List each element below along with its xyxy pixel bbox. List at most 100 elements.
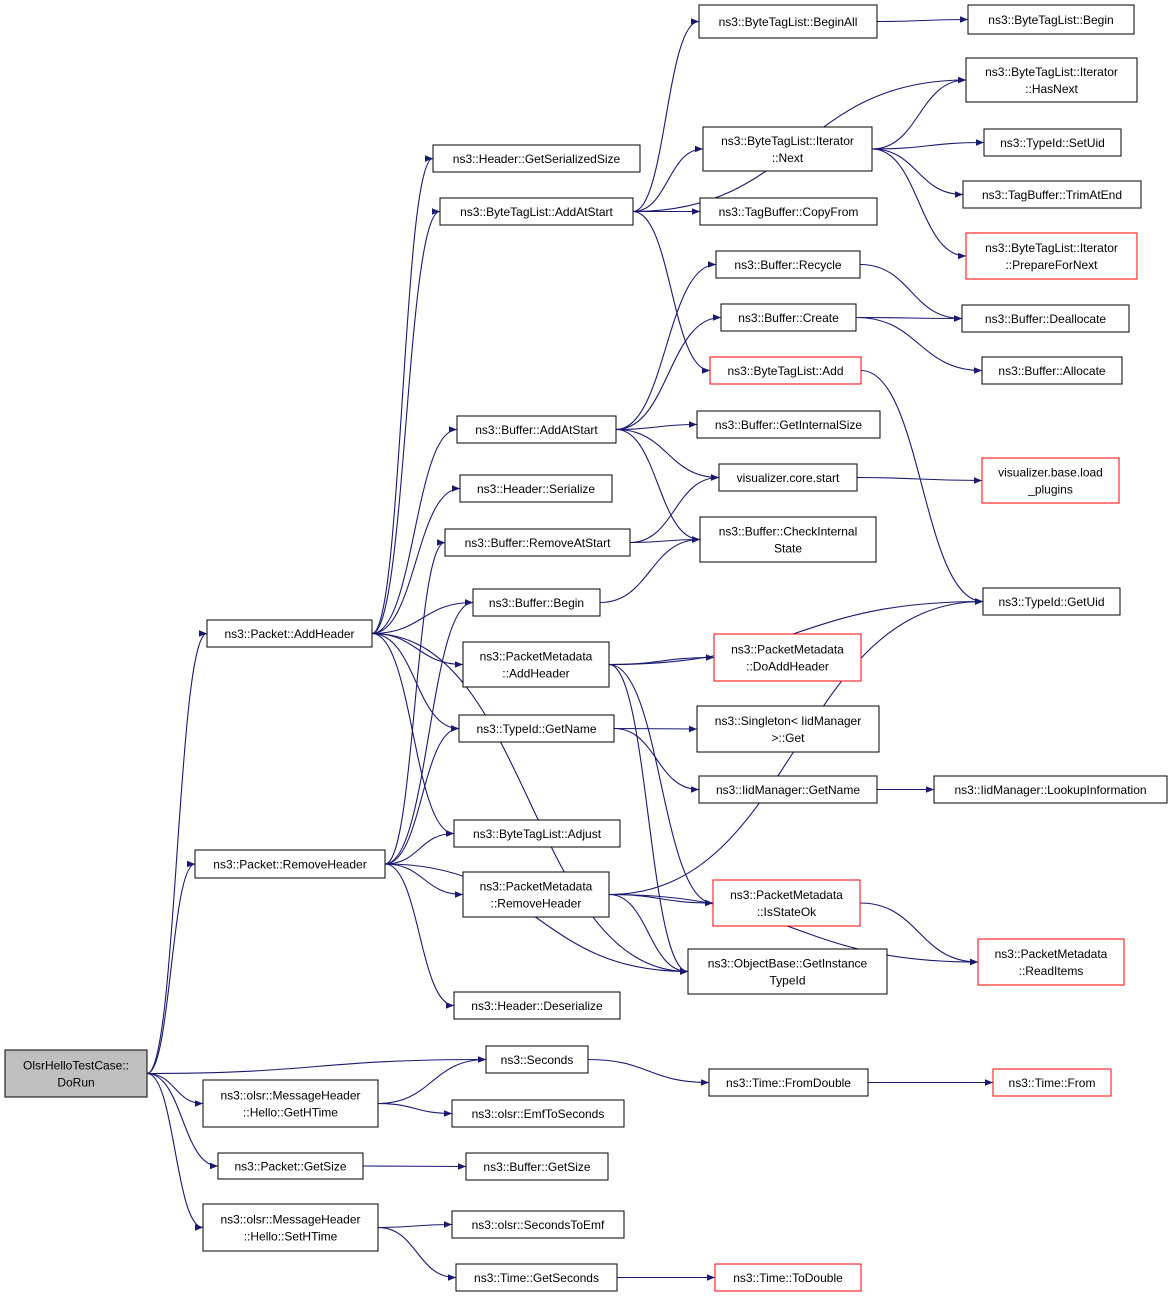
node-btl-add[interactable]: ns3::ByteTagList::Add [709,356,862,385]
node-iid-lookup[interactable]: ns3::IidManager::LookupInformation [933,775,1168,804]
node-box [451,1210,625,1239]
node-btl-iter-next[interactable]: ns3::ByteTagList::Iterator::Next [702,126,873,172]
node-btl-begin[interactable]: ns3::ByteTagList::Begin [967,4,1135,35]
node-remove-header[interactable]: ns3::Packet::RemoveHeader [194,849,386,879]
node-box [699,516,877,563]
node-label: ns3::TypeId::GetName [476,722,596,736]
node-time-from-double[interactable]: ns3::Time::FromDouble [708,1068,869,1097]
node-buf-allocate[interactable]: ns3::Buffer::Allocate [981,356,1123,385]
node-box [709,356,862,385]
node-iid-get-name[interactable]: ns3::IidManager::GetName [698,775,878,804]
node-label: _plugins [1027,483,1073,497]
node-box [698,775,878,804]
node-time-to-double[interactable]: ns3::Time::ToDouble [714,1263,862,1292]
node-label: ns3::olsr::MessageHeader [220,1089,360,1103]
node-buf-remove-at-start[interactable]: ns3::Buffer::RemoveAtStart [444,528,631,557]
node-label: ::Hello::SetHTime [244,1230,338,1244]
node-header-serialize[interactable]: ns3::Header::Serialize [459,474,613,503]
node-root[interactable]: OlsrHelloTestCase::DoRun [4,1049,148,1098]
node-type-set-uid[interactable]: ns3::TypeId::SetUid [983,128,1122,157]
node-box [472,588,601,617]
node-type-get-uid[interactable]: ns3::TypeId::GetUid [982,587,1121,616]
node-buf-get-internal-size[interactable]: ns3::Buffer::GetInternalSize [696,410,881,439]
node-box [194,849,386,879]
edge-btl-iter-next-to-btl-iter-has-next [871,76,967,150]
edge-seconds-to-time-from-double [587,1058,710,1086]
node-box [462,641,610,688]
node-buf-begin[interactable]: ns3::Buffer::Begin [472,588,601,617]
node-box [982,587,1121,616]
node-set-htime[interactable]: ns3::olsr::MessageHeader::Hello::SetHTim… [202,1203,379,1252]
node-box [962,180,1142,209]
node-box [965,232,1138,280]
node-singleton-get[interactable]: ns3::Singleton< IidManager>::Get [696,705,880,753]
edge-buf-remove-at-start-to-buf-check-internal-state [629,536,701,544]
node-label: ns3::olsr::MessageHeader [220,1213,360,1227]
node-get-size[interactable]: ns3::Packet::GetSize [217,1152,364,1180]
node-label: ns3::IidManager::LookupInformation [954,783,1146,797]
node-label: ns3::ByteTagList::Iterator [985,241,1118,255]
node-seconds[interactable]: ns3::Seconds [485,1045,589,1074]
node-label: ::PrepareForNext [1005,258,1098,272]
edge-pm-add-header-to-type-get-uid [608,598,984,666]
node-header-deserialize[interactable]: ns3::Header::Deserialize [453,991,621,1020]
node-label: ns3::Buffer::Allocate [998,364,1106,378]
edge-buf-begin-to-buf-check-internal-state [599,536,701,604]
edge-type-get-name-to-singleton-get [613,725,698,733]
node-time-from[interactable]: ns3::Time::From [992,1068,1112,1097]
node-add-header[interactable]: ns3::Packet::AddHeader [206,619,373,648]
node-box [462,871,610,918]
node-tb-copy-from[interactable]: ns3::TagBuffer::CopyFrom [699,197,878,226]
node-get-serialized-size[interactable]: ns3::Header::GetSerializedSize [432,144,641,173]
node-label: ::AddHeader [502,667,569,681]
edge-pm-remove-header-to-obj-get-instance-type-id [608,893,689,975]
edge-btl-iter-next-to-tb-trim-at-end [871,148,964,198]
node-pm-read-items[interactable]: ns3::PacketMetadata::ReadItems [977,938,1125,986]
node-seconds-to-emf[interactable]: ns3::olsr::SecondsToEmf [451,1210,625,1239]
node-box [202,1079,379,1128]
node-box [933,775,1168,804]
node-btl-begin-all[interactable]: ns3::ByteTagList::BeginAll [698,4,878,39]
node-buf-deallocate[interactable]: ns3::Buffer::Deallocate [961,304,1130,333]
edge-remove-header-to-pm-remove-header [384,863,464,898]
node-pm-do-add-header[interactable]: ns3::PacketMetadata::DoAddHeader [713,633,862,682]
edge-btl-add-to-type-get-uid [860,369,984,605]
edge-remove-header-to-obj-get-instance-type-id [384,863,689,975]
node-pm-remove-header[interactable]: ns3::PacketMetadata::RemoveHeader [462,871,610,918]
node-label: ::Hello::GetHTime [243,1106,338,1120]
node-pm-add-header[interactable]: ns3::PacketMetadata::AddHeader [462,641,610,688]
edge-set-htime-to-time-get-seconds [377,1226,457,1281]
node-box [720,303,857,332]
edge-pm-add-header-to-obj-get-instance-type-id [608,663,689,975]
node-label: ns3::IidManager::GetName [716,783,860,797]
node-buf-get-size[interactable]: ns3::Buffer::GetSize [465,1152,609,1181]
node-label: ns3::Seconds [501,1053,574,1067]
node-btl-adjust[interactable]: ns3::ByteTagList::Adjust [453,819,621,848]
node-viz-load-plugins[interactable]: visualizer.base.load_plugins [981,457,1120,504]
node-btl-add-at-start[interactable]: ns3::ByteTagList::AddAtStart [439,197,634,226]
node-box [696,705,880,753]
node-label: ns3::Time::ToDouble [733,1271,843,1285]
node-time-get-seconds[interactable]: ns3::Time::GetSeconds [455,1263,618,1292]
node-btl-iter-prepare[interactable]: ns3::ByteTagList::Iterator::PrepareForNe… [965,232,1138,280]
node-viz-core-start[interactable]: visualizer.core.start [718,463,858,492]
node-btl-iter-has-next[interactable]: ns3::ByteTagList::Iterator::HasNext [965,57,1138,103]
edge-type-get-name-to-iid-get-name [613,727,700,793]
node-emf-to-seconds[interactable]: ns3::olsr::EmfToSeconds [451,1099,625,1128]
node-box [698,4,878,39]
node-pm-is-state-ok[interactable]: ns3::PacketMetadata::IsStateOk [712,879,861,927]
node-label: ns3::Buffer::GetInternalSize [715,418,863,432]
node-label: ns3::Buffer::Recycle [734,258,841,272]
node-tb-trim-at-end[interactable]: ns3::TagBuffer::TrimAtEnd [962,180,1142,209]
node-get-htime[interactable]: ns3::olsr::MessageHeader::Hello::GetHTim… [202,1079,379,1128]
node-label: ::DoAddHeader [746,660,829,674]
edge-root-to-add-header [146,630,208,1075]
node-buf-recycle[interactable]: ns3::Buffer::Recycle [715,250,861,279]
node-type-get-name[interactable]: ns3::TypeId::GetName [458,714,615,743]
node-buf-create[interactable]: ns3::Buffer::Create [720,303,857,332]
node-buf-add-at-start[interactable]: ns3::Buffer::AddAtStart [456,415,617,444]
edge-add-header-to-btl-add-at-start [371,208,441,635]
